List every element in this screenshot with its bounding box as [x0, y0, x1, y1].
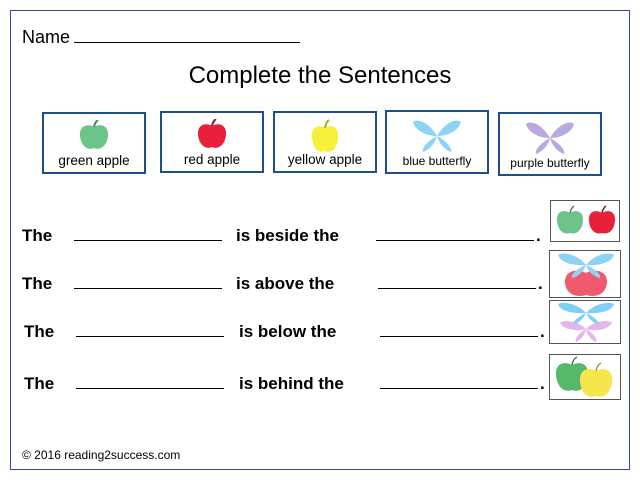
sentence-start: The	[22, 226, 53, 245]
word-bank-green-apple: green apple	[42, 112, 146, 174]
answer-blank-3b[interactable]	[380, 322, 538, 337]
answer-blank-4b[interactable]	[380, 374, 538, 389]
red-apple-icon	[588, 205, 616, 234]
name-blank-line[interactable]	[74, 26, 301, 43]
sentence-start: The	[24, 322, 55, 341]
purple-butterfly-icon	[560, 321, 612, 342]
blue-butterfly-icon	[558, 302, 614, 324]
picture-apple-behind-apple	[549, 354, 621, 400]
green-apple-icon	[79, 120, 109, 149]
word-bank-label: blue butterfly	[402, 154, 472, 168]
word-bank-label: green apple	[58, 153, 130, 168]
sentence-middle: is beside the	[236, 226, 339, 245]
name-field[interactable]: Name	[22, 26, 301, 48]
blue-butterfly-icon	[558, 253, 614, 278]
sentence-middle: is behind the	[239, 374, 344, 393]
purple-butterfly-icon	[526, 122, 574, 154]
sentence-end: .	[540, 322, 545, 341]
copyright-footer: © 2016 reading2success.com	[22, 448, 181, 462]
picture-butterfly-above-apple	[549, 250, 621, 298]
word-bank-label: purple butterfly	[510, 156, 590, 170]
word-bank-blue-butterfly: blue butterfly	[385, 110, 489, 174]
sentence-end: .	[540, 374, 545, 393]
page-title: Complete the Sentences	[188, 62, 452, 89]
yellow-apple-icon	[311, 119, 339, 152]
picture-butterfly-below-butterfly	[549, 300, 621, 344]
sentence-row-3: The is below the .	[0, 322, 640, 352]
word-bank-purple-butterfly: purple butterfly	[498, 112, 602, 176]
sentence-end: .	[536, 226, 541, 245]
sentence-row-2: The is above the .	[0, 274, 640, 304]
red-apple-icon	[564, 270, 608, 296]
yellow-apple-icon	[579, 362, 613, 397]
sentence-start: The	[22, 274, 53, 293]
sentence-middle: is above the	[236, 274, 335, 293]
picture-apples-beside	[550, 200, 620, 242]
word-bank-label: red apple	[183, 152, 241, 167]
sentence-middle: is below the	[239, 322, 337, 341]
sentence-start: The	[24, 374, 55, 393]
answer-blank-1a[interactable]	[74, 226, 222, 241]
blue-butterfly-icon	[413, 120, 461, 152]
red-apple-icon	[197, 119, 227, 148]
answer-blank-2a[interactable]	[74, 274, 222, 289]
green-apple-icon	[555, 356, 589, 391]
sentence-row-4: The is behind the .	[0, 374, 640, 404]
word-bank-yellow-apple: yellow apple	[273, 111, 377, 173]
name-label: Name	[22, 27, 71, 47]
answer-blank-1b[interactable]	[376, 226, 534, 241]
answer-blank-4a[interactable]	[76, 374, 224, 389]
word-bank-red-apple: red apple	[160, 111, 264, 173]
sentence-row-1: The is beside the .	[0, 226, 640, 256]
worksheet-border	[10, 10, 630, 470]
sentence-end: .	[538, 274, 543, 293]
answer-blank-2b[interactable]	[378, 274, 536, 289]
answer-blank-3a[interactable]	[76, 322, 224, 337]
green-apple-icon	[556, 205, 584, 234]
word-bank-label: yellow apple	[287, 152, 363, 167]
